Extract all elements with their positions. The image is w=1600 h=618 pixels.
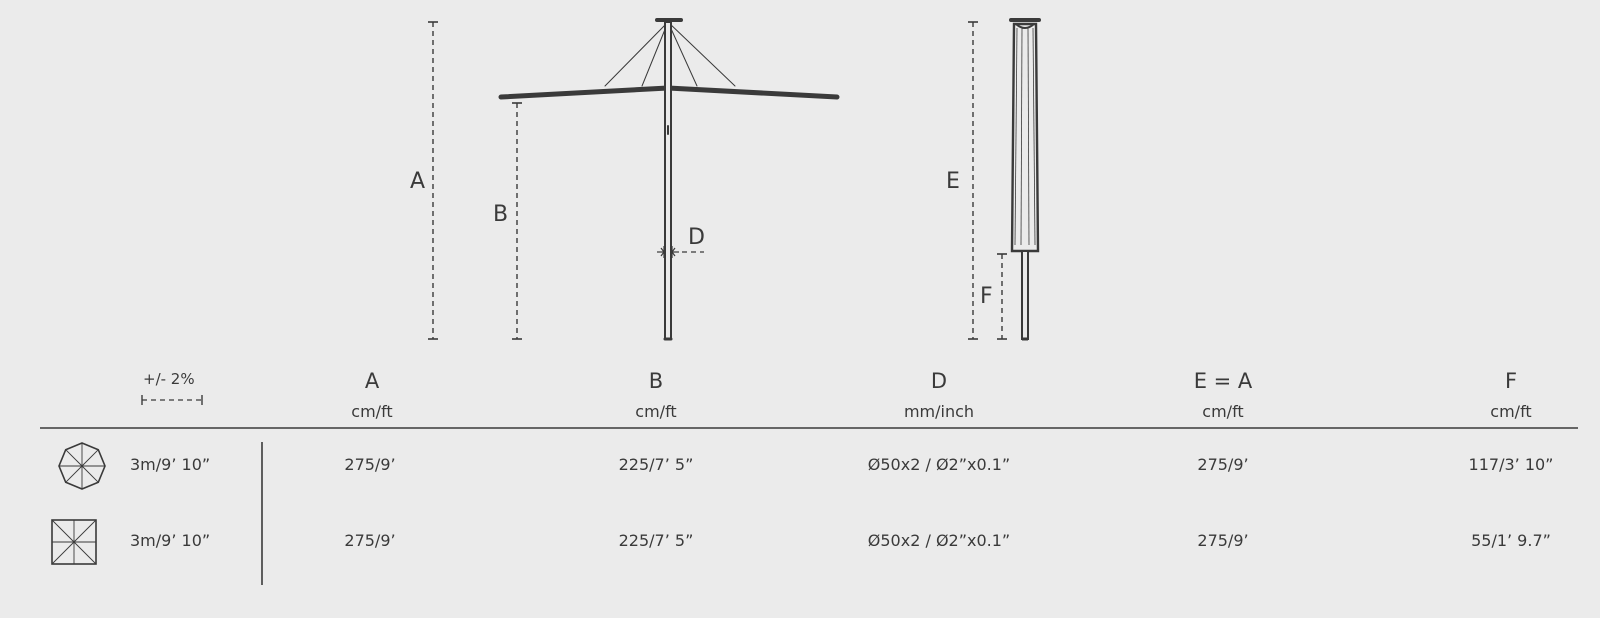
table-cell: Ø50x2 / Ø2”x0.1” bbox=[867, 531, 1011, 550]
dimension-e bbox=[968, 21, 978, 340]
column-unit-e: cm/ft bbox=[1202, 402, 1244, 421]
dimension-f bbox=[997, 253, 1007, 340]
open-umbrella-strut bbox=[641, 21, 669, 87]
closed-umbrella-canopy bbox=[1010, 22, 1040, 253]
open-umbrella bbox=[498, 18, 840, 341]
column-unit-f: cm/ft bbox=[1490, 402, 1532, 421]
open-umbrella-strut bbox=[604, 21, 669, 87]
column-header-f: F bbox=[1504, 369, 1518, 393]
table-cell: 117/3’ 10” bbox=[1468, 455, 1554, 474]
closed-umbrella-fold bbox=[1020, 27, 1023, 246]
column-unit-b: cm/ft bbox=[635, 402, 677, 421]
row-size: 3m/9’ 10” bbox=[130, 455, 211, 474]
dimension-a bbox=[428, 21, 438, 340]
open-umbrella-canopy-right bbox=[665, 85, 840, 100]
row-size: 3m/9’ 10” bbox=[130, 531, 211, 550]
table-cell: 225/7’ 5” bbox=[618, 455, 694, 474]
dimension-label-f: F bbox=[980, 284, 993, 309]
column-header-a: A bbox=[364, 369, 380, 393]
open-umbrella-pole bbox=[664, 21, 672, 340]
table-cell: 275/9’ bbox=[1197, 455, 1249, 474]
table-cell: 225/7’ 5” bbox=[618, 531, 694, 550]
closed-umbrella-fold bbox=[1027, 27, 1030, 246]
dimension-label-a: A bbox=[410, 169, 425, 194]
dimension-label-b: B bbox=[493, 202, 508, 227]
closed-umbrella bbox=[1009, 18, 1041, 341]
open-umbrella-strut bbox=[667, 21, 736, 87]
closed-umbrella-fold bbox=[1032, 27, 1036, 246]
tolerance-label: +/- 2% bbox=[143, 370, 195, 388]
tolerance-symbol bbox=[141, 395, 203, 405]
open-umbrella-canopy-left bbox=[498, 85, 671, 100]
dimension-label-d: D bbox=[688, 225, 705, 250]
closed-umbrella-pole bbox=[1021, 250, 1029, 340]
dimension-label-e: E bbox=[946, 169, 960, 194]
dimension-b bbox=[512, 102, 522, 340]
column-header-d: D bbox=[930, 369, 948, 393]
column-unit-a: cm/ft bbox=[351, 402, 393, 421]
table-cell: 275/9’ bbox=[1197, 531, 1249, 550]
column-header-e: E = A bbox=[1193, 369, 1253, 393]
square-canopy-icon bbox=[51, 519, 97, 565]
octagonal-canopy-icon bbox=[58, 442, 106, 490]
closed-umbrella-fold bbox=[1014, 27, 1018, 246]
column-header-b: B bbox=[648, 369, 664, 393]
dimension-d bbox=[657, 246, 704, 258]
table-cell: 275/9’ bbox=[344, 531, 396, 550]
table-cell: 55/1’ 9.7” bbox=[1471, 531, 1551, 550]
closed-umbrella-top-cap bbox=[1015, 23, 1035, 29]
table-cell: Ø50x2 / Ø2”x0.1” bbox=[867, 455, 1011, 474]
table-cell: 275/9’ bbox=[344, 455, 396, 474]
column-unit-d: mm/inch bbox=[903, 402, 975, 421]
open-umbrella-strut bbox=[667, 21, 698, 87]
